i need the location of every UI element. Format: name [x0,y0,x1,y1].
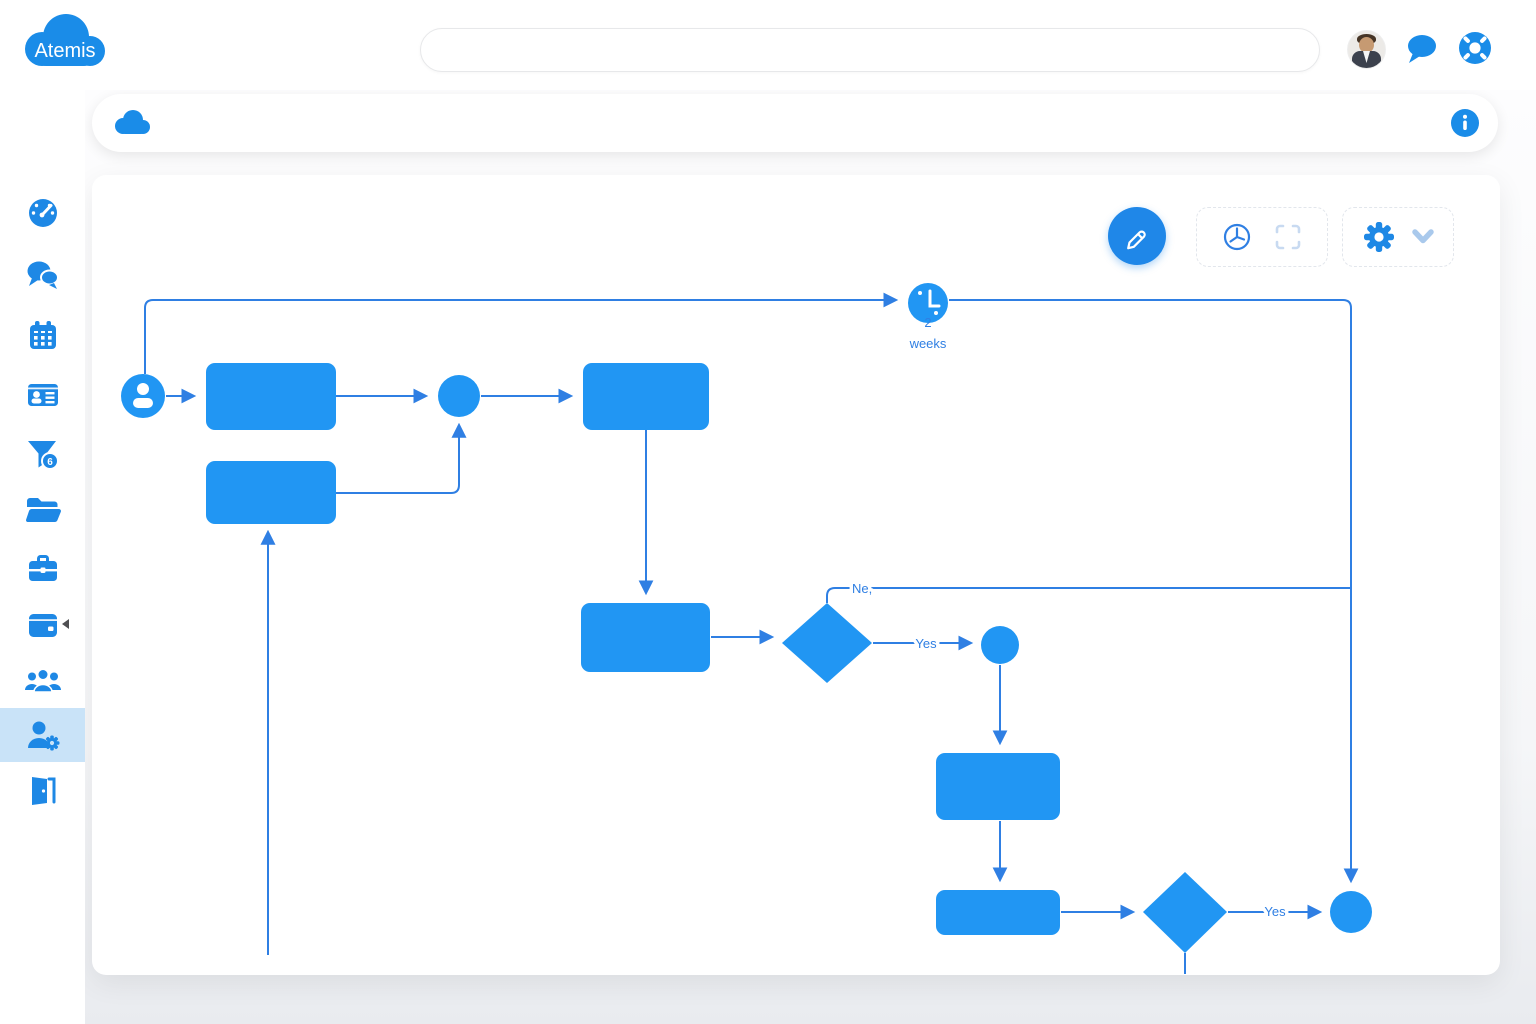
sidebar-item-logout[interactable] [0,763,85,817]
help-button[interactable] [1458,31,1492,65]
edit-button[interactable] [1108,207,1166,265]
sidebar-item-calendar[interactable] [0,308,85,362]
app-logo[interactable]: Atemis [12,6,116,80]
edge-decision1-no[interactable] [826,587,1351,603]
sidebar-item-files[interactable] [0,483,85,537]
briefcase-icon [28,555,57,581]
timer-node[interactable] [908,283,948,323]
avatar-shirt [1363,51,1370,63]
sidebar-item-contacts[interactable] [0,368,85,422]
logo-text: Atemis [34,40,95,62]
sidebar-item-work[interactable] [0,541,85,595]
chevron-down-icon [1412,229,1434,244]
sidebar-collapse-arrow-icon[interactable] [62,619,69,629]
edge-start-to-timer[interactable] [144,292,899,374]
flowchart: 2 weeks Ne, Yes Yes [121,283,1372,974]
door-exit-icon [31,777,55,805]
flow-nodes [121,283,1372,953]
start-user-node[interactable] [121,374,165,418]
end-node[interactable] [1330,891,1372,933]
sidebar-item-dashboard[interactable] [0,186,85,240]
sidebar-item-messages[interactable] [0,248,85,302]
search-input[interactable] [421,29,1319,71]
chat-button[interactable] [1404,32,1440,66]
flow-edges [144,292,1359,974]
connector-node-2[interactable] [981,626,1019,664]
decision-node-1[interactable] [782,603,872,683]
edge-task3-to-connector[interactable] [336,422,467,494]
decision1-yes-label: Yes [915,636,937,651]
chat-bubbles-icon [27,261,59,289]
clock-icon [1223,223,1251,251]
user-avatar[interactable] [1348,31,1385,68]
wallet-icon [28,614,57,637]
more-button[interactable] [1411,228,1435,246]
task-node-6[interactable] [936,890,1060,935]
gauge-icon [28,199,57,227]
task-node-3[interactable] [206,461,336,524]
sidebar-item-filter[interactable]: 6 [0,428,85,482]
user-gear-icon [27,721,59,751]
id-card-icon [27,384,58,406]
cloud-icon [115,110,150,134]
filter-badge: 6 [47,457,53,468]
chat-bubble-icon [1408,35,1436,63]
timer-clock-icon [918,289,941,315]
avatar-face [1359,37,1374,53]
timer-label-line2: weeks [909,336,947,351]
topbar: Atemis [0,0,1536,90]
life-ring-icon [1459,32,1491,64]
view-tool-group [1196,207,1328,267]
funnel-icon: 6 [27,441,59,470]
settings-button[interactable] [1361,219,1397,255]
info-button[interactable] [1450,108,1480,138]
gear-icon [1364,222,1394,252]
users-icon [24,668,61,693]
timer-label-line1: 2 [924,315,931,330]
edge-timer-to-end[interactable] [949,299,1359,884]
decision1-no-label: Ne, [852,581,872,596]
settings-tool-group [1342,207,1454,267]
sidebar: 6 [0,90,85,1024]
diagram-canvas[interactable]: 2 weeks Ne, Yes Yes [92,175,1500,975]
sidebar-item-teams[interactable] [0,653,85,707]
user-icon-body [133,398,153,408]
task-node-5[interactable] [936,753,1060,820]
connector-node-1[interactable] [438,375,480,417]
sidebar-item-user-settings[interactable] [0,708,85,762]
task-node-1[interactable] [206,363,336,430]
info-icon [1451,109,1479,137]
decision2-yes-label: Yes [1264,904,1286,919]
task-node-4[interactable] [581,603,710,672]
cloud-logo-icon: Atemis [25,14,105,66]
folder-open-icon [25,498,61,523]
decision-node-2[interactable] [1143,872,1227,953]
expand-icon [1275,224,1301,250]
history-button[interactable] [1221,221,1253,253]
calendar-icon [29,321,56,349]
fullscreen-button[interactable] [1273,222,1303,252]
user-icon [137,383,149,395]
breadcrumb-bar [92,94,1498,152]
task-node-2[interactable] [583,363,709,430]
pencil-icon [1127,230,1146,250]
search-bar[interactable] [420,28,1320,72]
sidebar-item-wallet[interactable] [0,598,85,652]
